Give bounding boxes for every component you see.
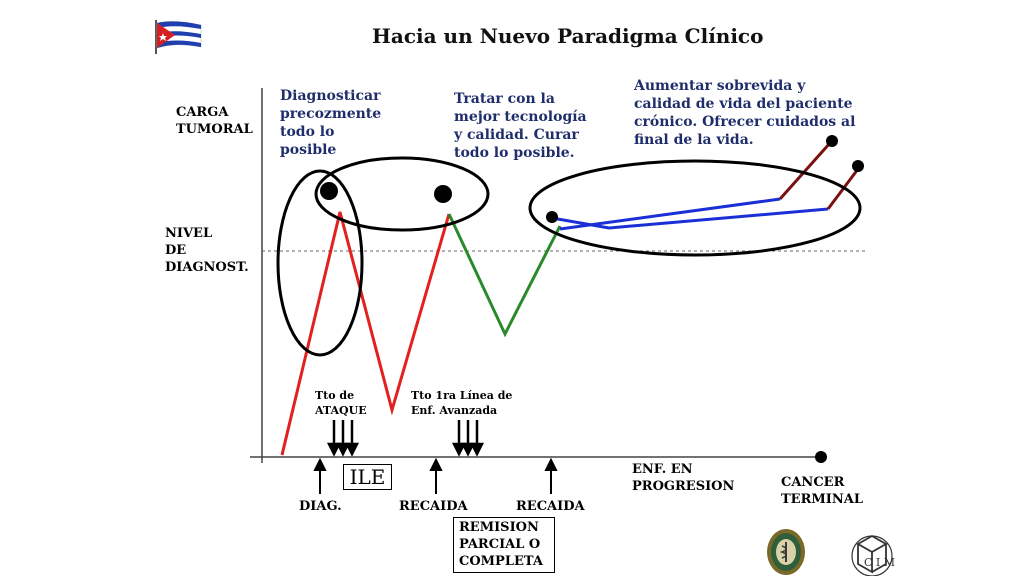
cim-logo-text: C I M [864,556,895,569]
ile-box: ILE [343,464,392,490]
curve-chronic-phase-b [559,197,781,231]
annotation-tratar: Tratar con la mejor tecnología y calidad… [454,91,587,161]
curve-terminal-b [826,168,860,210]
cuba-flag-icon [155,20,202,54]
curve-treatment-phase [447,213,562,338]
arrows-primera-linea [451,420,485,457]
remision-label: REMISION PARCIAL O COMPLETA [459,520,543,569]
ellipse-early-treatment [314,156,490,232]
event-label-enf-progresion: ENF. EN PROGRESION [632,462,735,494]
curve-chronic-phase-a [551,207,829,230]
curve-terminal-a [778,142,832,200]
university-seal-icon [767,529,805,575]
annotation-diagnosticar: Diagnosticar precozmente todo lo posible [280,88,382,158]
remision-box: REMISION PARCIAL O COMPLETA [453,517,555,573]
y-axis-label-nivel-diagnostico: NIVEL DE DIAGNOST. [165,226,249,275]
cim-logo-icon [851,534,893,576]
annotation-aumentar: Aumentar sobrevida y calidad de vida del… [634,78,856,148]
marker-terminal-b [852,160,864,172]
ellipse-chronic-care [528,159,862,257]
arrow-up-recaida-2 [544,457,558,494]
slide-title: Hacia un Nuevo Paradigma Clínico [372,24,764,48]
label-tto-primera-linea: Tto 1ra Línea de Enf. Avanzada [411,389,513,417]
ellipse-diagnosis-vertical [276,169,364,357]
arrows-ataque [326,420,360,457]
event-label-diag: DIAG. [299,499,342,514]
marker-early-diagnosis [320,182,338,200]
ile-label: ILE [349,465,386,489]
marker-terminal-a [826,135,838,147]
event-label-recaida-2: RECAIDA [516,499,585,514]
event-label-recaida-1: RECAIDA [399,499,468,514]
marker-treatment [434,185,452,203]
marker-chronic-start [546,211,558,223]
y-axis-label-carga-tumoral: CARGA TUMORAL [176,105,253,137]
curve-diagnosis-phase [280,211,451,456]
marker-cancer-terminal [815,451,827,463]
arrow-up-recaida-1 [429,457,443,494]
event-label-cancer-terminal: CANCER TERMINAL [781,475,863,507]
arrow-up-diag [313,457,327,494]
label-tto-ataque: Tto de ATAQUE [315,389,367,417]
